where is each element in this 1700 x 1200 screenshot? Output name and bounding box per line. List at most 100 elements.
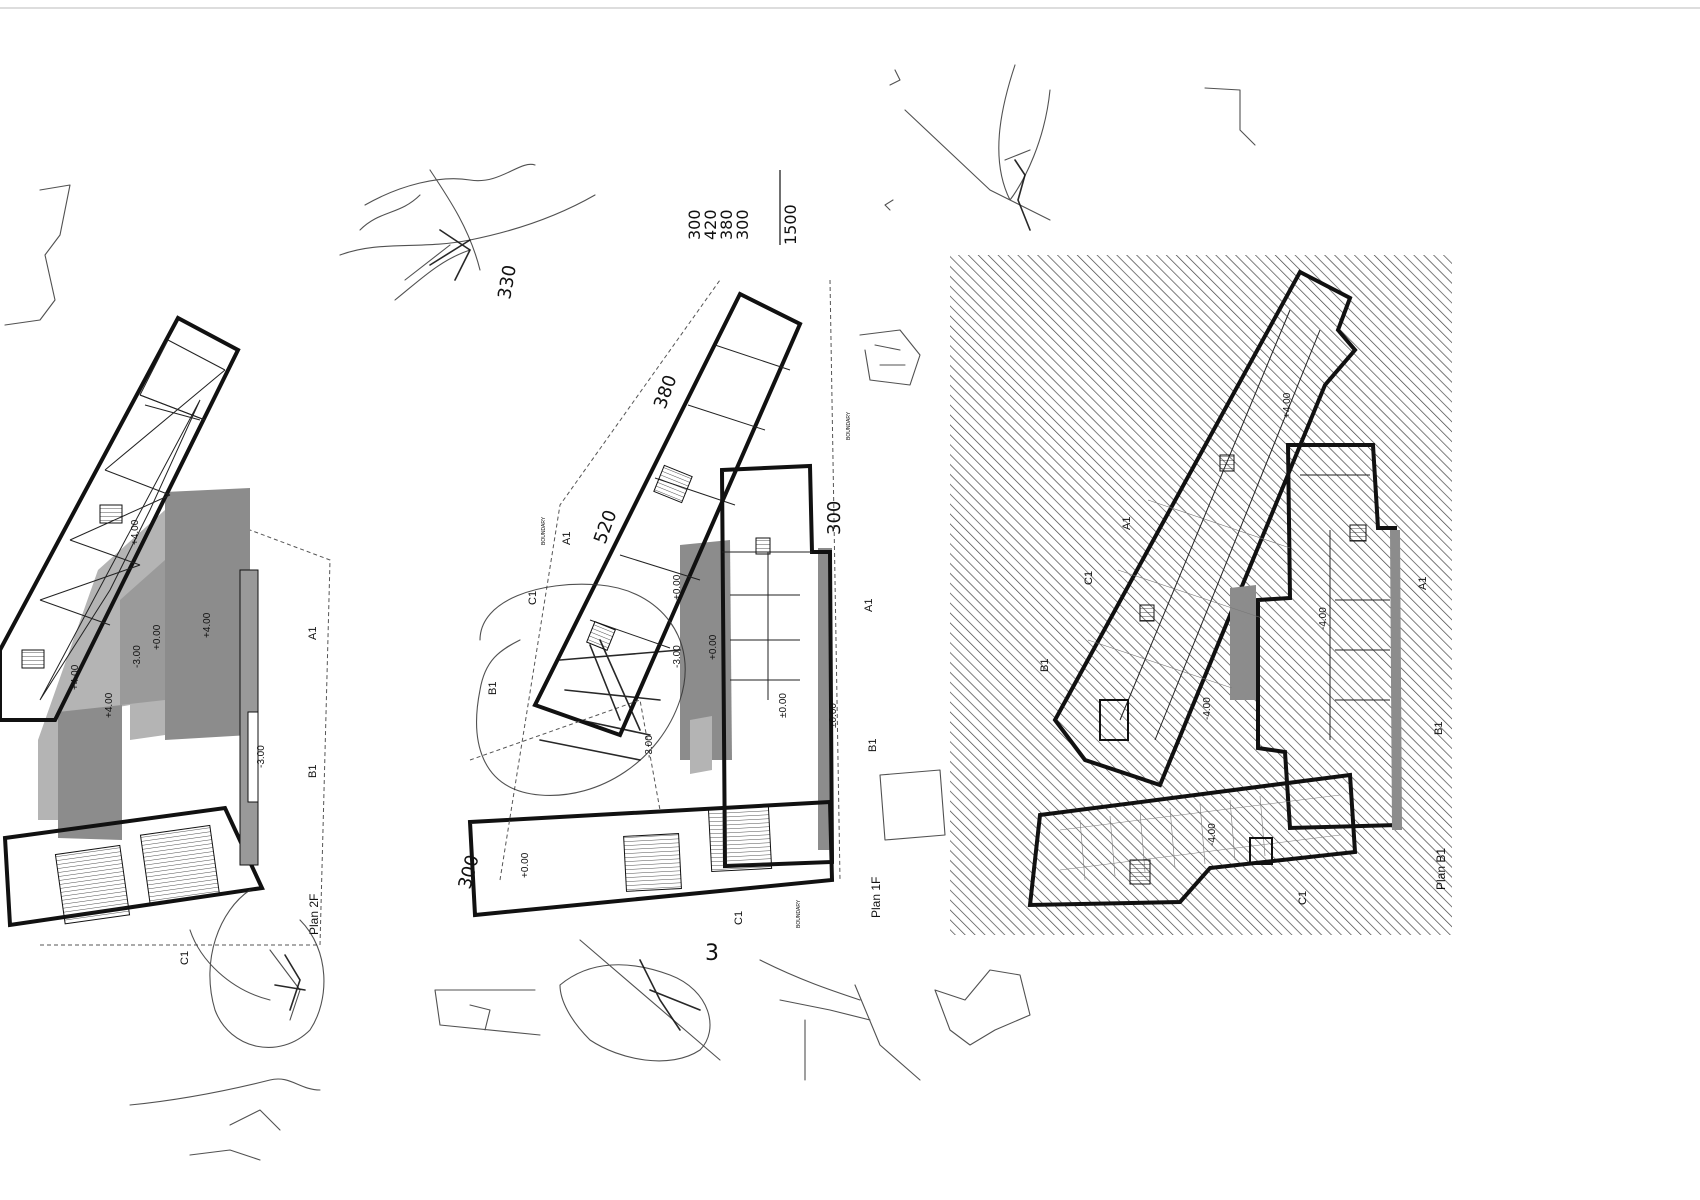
sketch-stroke bbox=[889, 69, 901, 86]
plan-b1-south-block bbox=[1027, 772, 1358, 908]
plan-b1-lift bbox=[1219, 454, 1235, 472]
plan-b1-parking-line bbox=[1259, 795, 1266, 857]
plan-b1-corridor-line bbox=[1154, 329, 1321, 741]
plan-1f-stair-core bbox=[586, 621, 616, 651]
plan-b1-level: -4.00 bbox=[1202, 697, 1213, 720]
plan-2f-void-cross bbox=[139, 339, 169, 396]
handwritten-number: 3 bbox=[705, 941, 719, 966]
plan-2f-void-cross bbox=[139, 394, 206, 421]
handwritten-stacked-numbers: 300 420 380 300 1500 bbox=[685, 170, 800, 245]
sketch-stroke bbox=[274, 954, 306, 1011]
sketch-stroke bbox=[934, 969, 1031, 1046]
plan-b1-section-mark: A1 bbox=[1121, 517, 1133, 530]
plan-2f-level: +4.00 bbox=[202, 612, 213, 638]
plan-2f-auditorium-block bbox=[2, 805, 265, 928]
plan-b1-parking-line bbox=[1169, 807, 1176, 869]
plan-b1-section-mark: A1 bbox=[1417, 577, 1429, 590]
plan-2f-grid-line bbox=[39, 599, 111, 626]
plan-b1-level: -4.00 bbox=[1318, 607, 1329, 630]
plan-2f-drawing: +4.00 -3.00 +0.00 +4.00 +4.00 -3.00 +4.0… bbox=[0, 315, 331, 965]
plan-2f-void-cross bbox=[39, 564, 141, 601]
sketch-stroke bbox=[476, 583, 686, 796]
plan-2f-wing-inner bbox=[39, 399, 201, 701]
sketch-stroke bbox=[859, 329, 921, 386]
sketch-stroke bbox=[434, 989, 541, 1036]
plan-b1-section-mark: B1 bbox=[1039, 659, 1051, 672]
plan-1f-level: ±0.00 bbox=[778, 693, 789, 718]
plan-1f-section-mark: A1 bbox=[561, 532, 573, 545]
plan-b1-parking-line bbox=[1059, 834, 1341, 871]
plan-2f-level: +4.00 bbox=[104, 692, 115, 718]
handwritten-number: 300 bbox=[685, 209, 704, 240]
sketch-stroke bbox=[129, 1078, 321, 1161]
sketch-stroke bbox=[759, 959, 921, 1081]
plan-2f-grid-line bbox=[69, 539, 141, 566]
plan-1f-boundary-line bbox=[829, 279, 841, 881]
plan-2f-seating bbox=[54, 844, 131, 925]
plan-b1-section-mark: C1 bbox=[1083, 571, 1095, 585]
plan-2f-grid-line bbox=[167, 339, 226, 371]
plan-b1-level: +4.00 bbox=[1282, 392, 1293, 418]
plan-2f-level: +0.00 bbox=[152, 624, 163, 650]
plan-1f-level: +0.00 bbox=[708, 634, 719, 660]
plan-b1-lift bbox=[1139, 604, 1155, 622]
plan-1f-grid-line bbox=[619, 554, 701, 581]
plan-2f-wing-outline bbox=[0, 315, 241, 722]
plan-1f-seating bbox=[623, 833, 682, 892]
sketch-stroke bbox=[884, 64, 1256, 221]
plan-b1-level: -4.00 bbox=[1207, 823, 1218, 846]
plan-2f-grid-line bbox=[104, 469, 171, 496]
plan-1f-title: Plan 1F bbox=[869, 877, 883, 918]
plan-2f-mid-zone bbox=[38, 510, 165, 820]
sketch-stroke bbox=[639, 959, 701, 1031]
plan-b1-drawing: +4.00 -4.00 -4.00 -4.00 A1 C1 B1 A1 B1 C… bbox=[950, 255, 1452, 935]
plan-2f-stair-core bbox=[21, 649, 45, 669]
plan-b1-parking-line bbox=[1199, 803, 1206, 865]
plan-b1-grid-line bbox=[1117, 569, 1263, 619]
plan-b1-dark-strip bbox=[1390, 530, 1402, 830]
plan-2f-section-mark: A1 bbox=[307, 627, 319, 640]
plan-1f-level: +0.00 bbox=[520, 852, 531, 878]
plan-1f-level: +0.00 bbox=[672, 574, 683, 600]
plan-1f-boundary-line bbox=[499, 279, 721, 881]
plan-b1-parking-line bbox=[1059, 794, 1341, 831]
plan-b1-room bbox=[1249, 837, 1273, 865]
plan-2f-boundary bbox=[40, 529, 331, 946]
plan-1f-mid-zone bbox=[690, 716, 712, 774]
plan-1f-level: -3.00 bbox=[644, 735, 655, 758]
plan-b1-grid-line bbox=[1087, 639, 1233, 689]
plan-b1-corridor-line bbox=[1119, 309, 1291, 721]
plan-2f-section-mark: B1 bbox=[307, 765, 319, 778]
plan-b1-parking-line bbox=[1109, 815, 1116, 877]
plan-1f-boundary-label: BOUNDARY bbox=[796, 899, 802, 928]
plan-1f-level: -3.00 bbox=[672, 645, 683, 668]
plan-1f-section-mark: C1 bbox=[733, 911, 745, 925]
plan-2f-level: +4.00 bbox=[70, 664, 81, 690]
plan-2f-void-cross bbox=[144, 404, 201, 421]
plan-b1-room bbox=[1099, 699, 1129, 741]
plan-2f-level: -3.00 bbox=[256, 745, 267, 768]
plan-b1-title: Plan B1 bbox=[1434, 848, 1448, 890]
plan-2f-dark-zone-upper bbox=[120, 560, 165, 705]
handwritten-number: 300 bbox=[733, 209, 752, 240]
plan-1f-boundary-label: BOUNDARY bbox=[541, 516, 547, 545]
plan-2f-dark-zone-lower bbox=[58, 705, 122, 840]
sketch-stroke bbox=[879, 769, 946, 841]
handwritten-dimension: 300 bbox=[824, 501, 845, 535]
plan-b1-lift bbox=[1349, 524, 1367, 542]
plan-1f-dark-zone bbox=[680, 540, 732, 760]
plan-2f-ramp bbox=[247, 711, 259, 803]
plan-b1-section-mark: B1 bbox=[1433, 722, 1445, 735]
plan-b1-parking-line bbox=[1229, 799, 1236, 861]
plan-b1-north-wing bbox=[1052, 269, 1358, 788]
plan-1f-stair-core bbox=[653, 464, 693, 504]
plan-b1-east-block bbox=[1256, 443, 1401, 831]
plan-2f-dark-zone bbox=[165, 488, 250, 740]
plan-1f-drawing: +0.00 -3.00 +0.00 -3.00 ±0.00 +0.00 ±0.0… bbox=[467, 279, 883, 928]
plan-2f-level: +4.00 bbox=[130, 519, 141, 545]
plan-1f-boundary-label: BOUNDARY bbox=[846, 411, 852, 440]
plan-2f-section-mark: C1 bbox=[179, 951, 191, 965]
plan-1f-section-mark: B1 bbox=[487, 682, 499, 695]
plan-b1-dark-court bbox=[1230, 585, 1256, 700]
